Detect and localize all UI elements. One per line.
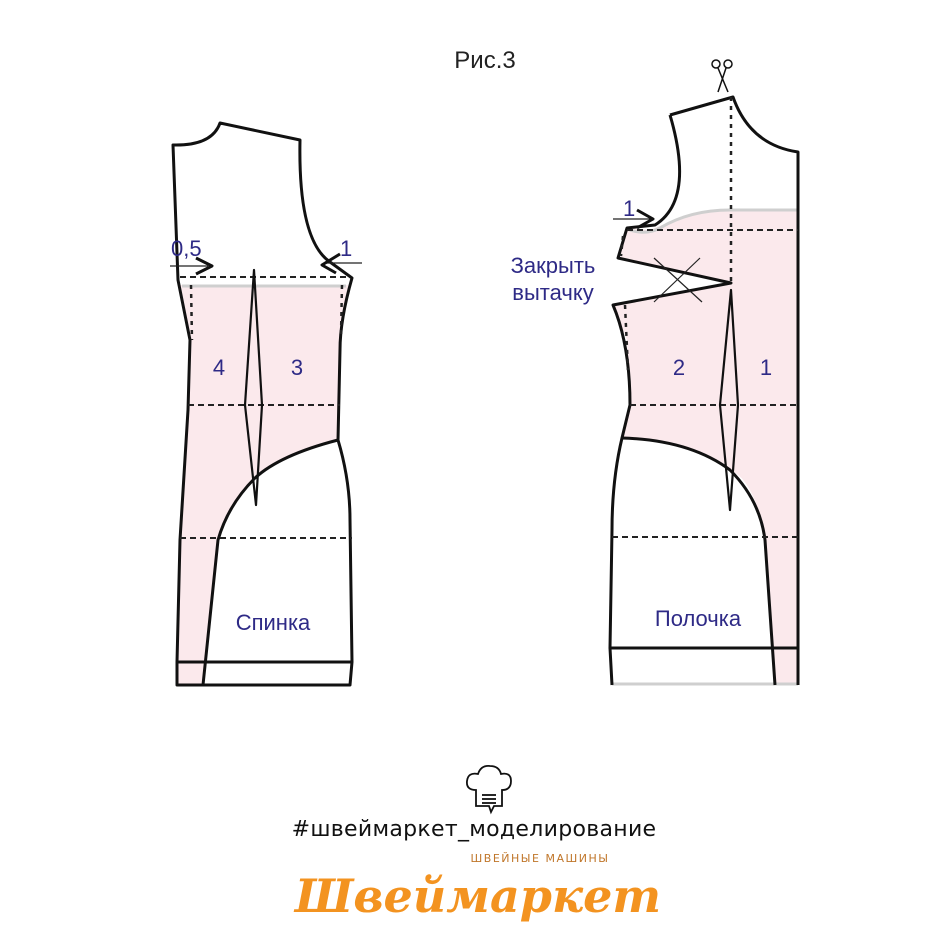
back-label: Спинка xyxy=(236,610,311,635)
figure-title: Рис.3 xyxy=(454,47,515,74)
cross-icon-b xyxy=(653,257,701,303)
back-shift-left: 0,5 xyxy=(171,236,202,261)
back-pink-area xyxy=(177,285,348,685)
hashtag: #швеймаркет_моделирование xyxy=(292,817,657,842)
back-pattern: 0,5 1 4 3 Спинка xyxy=(170,121,362,687)
front-label: Полочка xyxy=(655,606,742,631)
scissors-icon xyxy=(711,59,733,93)
arrow-left-icon xyxy=(320,252,341,275)
back-shift-right: 1 xyxy=(340,236,352,261)
front-outline xyxy=(608,95,800,686)
front-pattern: 1 Закрыть вытачку 2 1 Полочка xyxy=(511,59,800,686)
brand-logo: Швеймаркет xyxy=(293,869,661,923)
chef-hat-icon xyxy=(466,765,512,815)
back-panel-3: 3 xyxy=(291,355,303,380)
front-panel-1: 1 xyxy=(760,355,772,380)
back-outline xyxy=(171,121,354,687)
front-style-line xyxy=(621,436,777,686)
back-panel-4: 4 xyxy=(213,355,225,380)
close-dart-line1: Закрыть xyxy=(511,253,596,278)
cross-icon-a xyxy=(653,257,703,303)
arrow-right-icon xyxy=(195,256,214,276)
brand-tagline: ШВЕЙНЫЕ МАШИНЫ xyxy=(471,852,610,865)
arrow-right-icon xyxy=(636,208,655,230)
back-dart xyxy=(243,268,264,507)
back-style-line xyxy=(201,438,339,686)
back-side-dots-left xyxy=(189,284,194,341)
front-side-dots xyxy=(623,304,630,371)
front-shift: 1 xyxy=(623,196,635,221)
front-side-dots-top xyxy=(619,235,625,257)
close-dart-line2: вытачку xyxy=(512,280,593,305)
front-dart xyxy=(718,288,740,512)
front-gray-line xyxy=(626,208,798,234)
front-pink-area xyxy=(613,210,798,685)
front-panel-2: 2 xyxy=(673,355,685,380)
